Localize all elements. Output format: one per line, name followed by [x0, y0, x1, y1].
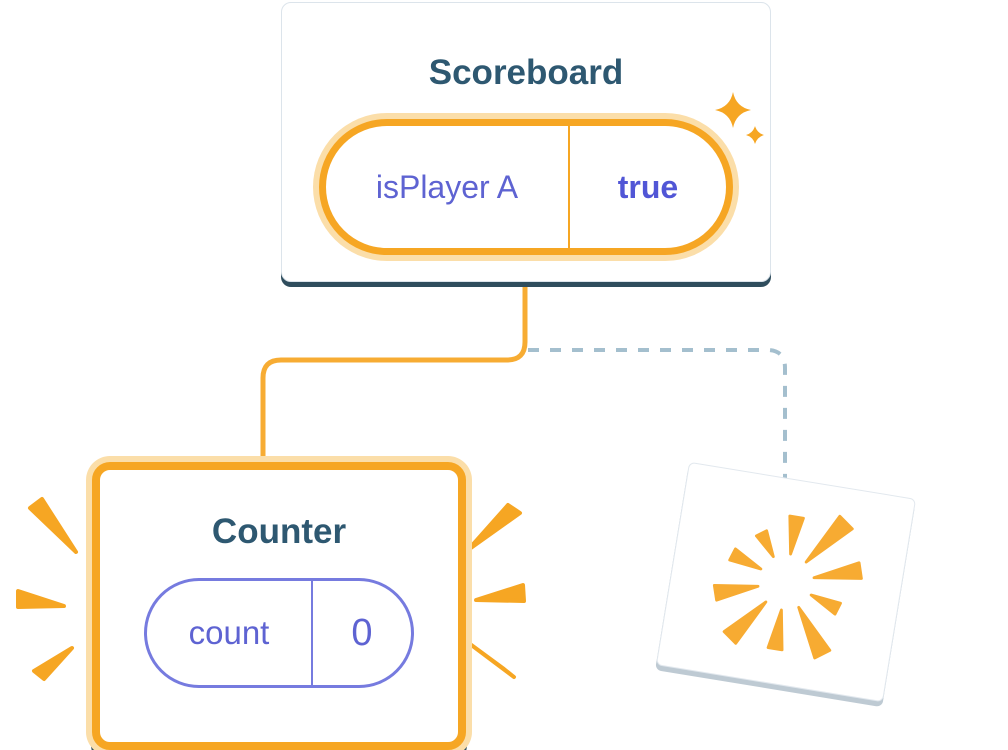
poof-spike: [812, 561, 863, 580]
parent-to-removed-connector-dashed-line: [528, 348, 787, 490]
poof-spike: [728, 547, 763, 571]
sparkle-large-star: [715, 92, 751, 128]
poof-spike: [788, 514, 805, 556]
emphasis-marks-left: [16, 497, 78, 681]
prop-value: true: [617, 168, 679, 205]
counter-title: Counter: [211, 512, 347, 551]
poof-spike: [766, 608, 784, 652]
scoreboard-title: Scoreboard: [428, 53, 624, 92]
counter-component-card: Counter count 0: [92, 462, 466, 750]
poof-spike: [754, 529, 775, 559]
emphasis-mark-icon: [466, 503, 522, 552]
emphasis-marks-right: [466, 503, 526, 679]
poof-spike: [804, 514, 854, 564]
emphasis-mark-icon: [28, 497, 78, 554]
emphasis-mark-icon: [32, 646, 74, 681]
prop-name: isPlayer A: [375, 168, 519, 205]
poof-spike: [722, 600, 768, 645]
prop-pill: isPlayer A true: [319, 119, 733, 255]
scoreboard-component-card: Scoreboard isPlayer A true: [281, 2, 771, 282]
poof-spike: [712, 583, 760, 602]
emphasis-mark-icon: [474, 583, 526, 603]
sparkle-icon: [715, 92, 764, 144]
poof-spike: [797, 605, 832, 660]
prop-pill-divider: [568, 126, 570, 248]
poof-spikes: [712, 514, 863, 660]
sparkle-small-star: [746, 126, 764, 144]
state-pill: count 0: [144, 578, 414, 688]
poof-spike: [809, 593, 842, 616]
emphasis-mark-icon: [468, 642, 516, 679]
state-value: 0: [351, 611, 373, 654]
poof-burst-icon: [712, 514, 863, 660]
parent-to-counter-connector-line: [260, 277, 528, 473]
removed-component-card: [655, 461, 917, 703]
emphasis-mark-icon: [16, 589, 66, 609]
state-pill-divider: [311, 581, 313, 685]
state-name: count: [188, 614, 270, 651]
